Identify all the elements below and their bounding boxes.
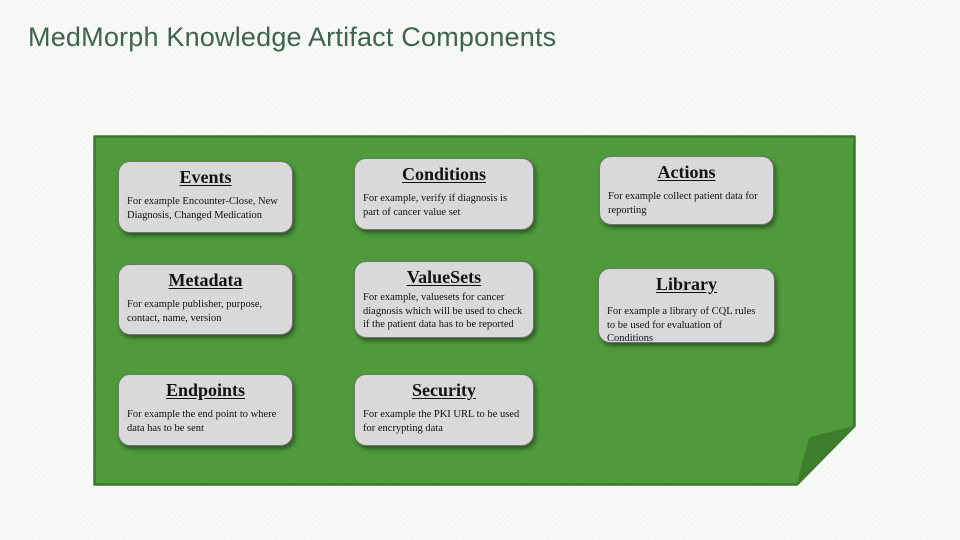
card-metadata-description: For example publisher, purpose, contact,… [127,299,263,324]
page-title: MedMorph Knowledge Artifact Components [28,22,557,52]
card-events-description: For example Encounter-Close, New Diagnos… [127,196,278,221]
card-valuesets-description: For example, valuesets for cancer diagno… [363,292,523,331]
card-security-description: For example the PKI URL to be used for e… [363,409,520,434]
card-actions: Actions For example collect patient data… [599,156,774,225]
card-endpoints-title: Endpoints [165,380,246,400]
card-metadata-title: Metadata [168,270,243,290]
card-conditions-description: For example, verify if diagnosis is part… [363,193,508,218]
card-valuesets: ValueSets For example, valuesets for can… [354,261,534,338]
card-library-title: Library [656,274,717,294]
card-security-title: Security [412,380,476,400]
card-library-description: For example a library of CQL rules to be… [607,306,756,343]
folded-corner-icon [797,426,855,485]
card-endpoints-description: For example the end point to where data … [127,409,277,434]
card-endpoints: Endpoints For example the end point to w… [118,374,293,446]
card-actions-title: Actions [657,162,716,182]
card-valuesets-title: ValueSets [406,267,482,287]
card-events-title: Events [179,167,232,187]
green-panel: Events For example Encounter-Close, New … [93,135,856,486]
card-library: Library For example a library of CQL rul… [598,268,775,343]
card-conditions-title: Conditions [401,164,487,184]
card-security: Security For example the PKI URL to be u… [354,374,534,446]
card-actions-description: For example collect patient data for rep… [608,191,758,216]
card-conditions: Conditions For example, verify if diagno… [354,158,534,230]
card-metadata: Metadata For example publisher, purpose,… [118,264,293,335]
card-events: Events For example Encounter-Close, New … [118,161,293,233]
